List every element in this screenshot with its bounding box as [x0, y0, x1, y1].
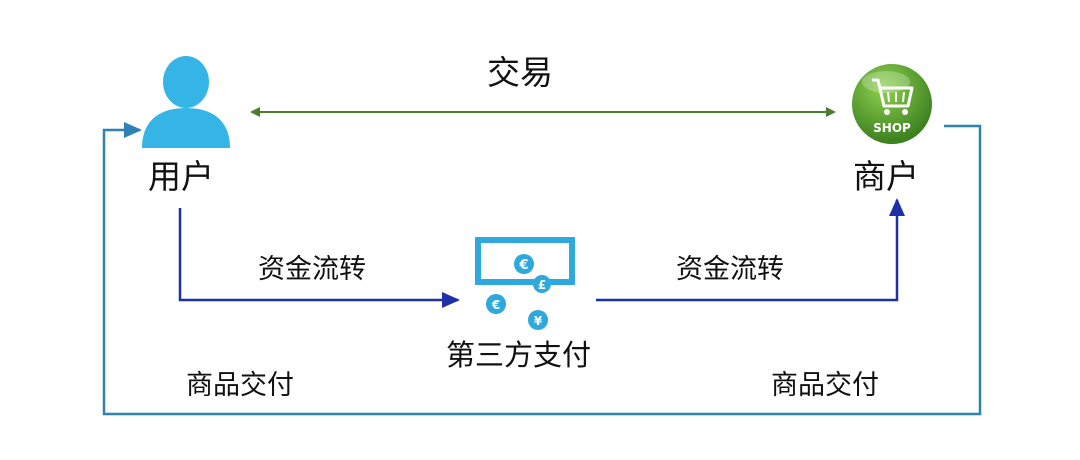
fund-flow-label-right: 资金流转 [676, 254, 784, 285]
svg-text:¥: ¥ [534, 314, 543, 328]
user-icon [142, 56, 230, 148]
third-party-payment-label: 第三方支付 [446, 338, 592, 372]
fund-flow-label-left: 资金流转 [258, 254, 366, 285]
shop-badge-text: SHOP [873, 121, 911, 135]
fund-flow-arrow-right [596, 198, 905, 302]
svg-text:€: € [518, 258, 528, 273]
merchant-label: 商户 [853, 157, 919, 196]
svg-text:£: £ [538, 278, 546, 292]
goods-delivery-loop [102, 122, 982, 416]
trade-label: 交易 [487, 53, 553, 92]
user-label: 用户 [148, 157, 214, 196]
payment-icon: € £ € ¥ [475, 237, 575, 330]
shopping-cart-icon: SHOP [852, 64, 932, 144]
fund-flow-arrow-left [178, 208, 460, 308]
svg-text:€: € [491, 298, 500, 312]
goods-delivery-label-left: 商品交付 [186, 370, 294, 401]
goods-delivery-label-right: 商品交付 [771, 370, 879, 401]
